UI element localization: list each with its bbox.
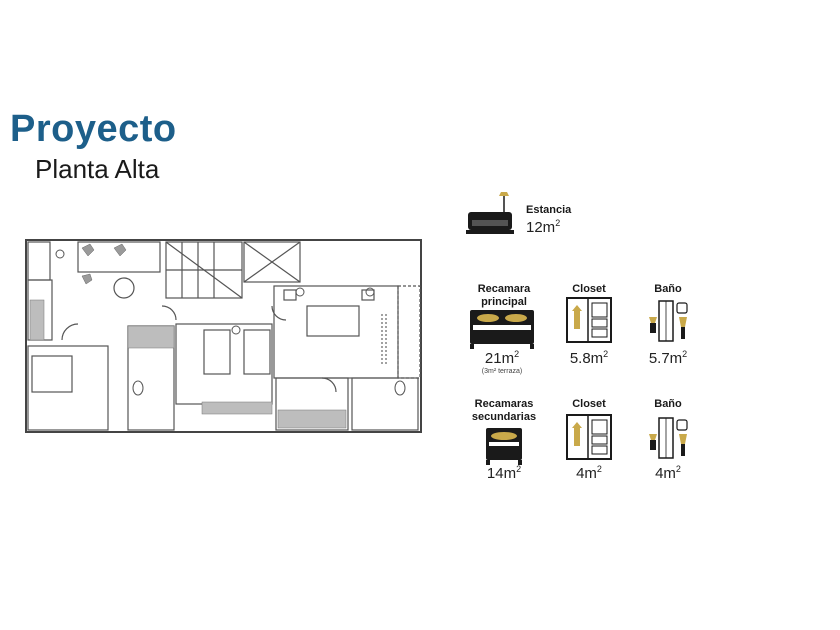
- bathroom-icon: [649, 300, 688, 342]
- estancia-label: Estancia: [526, 204, 572, 216]
- double-bed-icon: [470, 310, 534, 349]
- closet-icon: [566, 297, 612, 343]
- bano-secundario-label: Baño: [654, 398, 682, 410]
- terraza-note: (3m² terraza): [481, 368, 523, 375]
- closet-secundario-area: 4m2: [576, 464, 602, 482]
- recamara-principal-area: 21m2: [484, 349, 520, 367]
- closet-icon-secondary: [566, 414, 612, 460]
- closet-secundario-label: Closet: [572, 398, 606, 410]
- page-title: Proyecto: [10, 108, 177, 150]
- recamara-principal-label: Recamara principal: [477, 283, 531, 308]
- recamaras-secundarias-area: 14m2: [486, 464, 522, 482]
- closet-principal-area: 5.8m2: [569, 349, 609, 367]
- bano-principal-area: 5.7m2: [648, 349, 688, 367]
- single-bed-icon: [486, 428, 522, 465]
- recamaras-secundarias-label: Recamaras secundarias: [471, 398, 537, 423]
- bano-principal-label: Baño: [654, 283, 682, 295]
- page-subtitle: Planta Alta: [35, 154, 160, 184]
- bano-secundario-area: 4m2: [655, 464, 681, 482]
- estancia-area: 12m2: [526, 218, 561, 236]
- sofa-lamp-icon: [466, 192, 514, 234]
- closet-principal-label: Closet: [572, 283, 606, 295]
- bathroom-icon-secondary: [649, 417, 688, 459]
- floor-plan: [25, 239, 422, 433]
